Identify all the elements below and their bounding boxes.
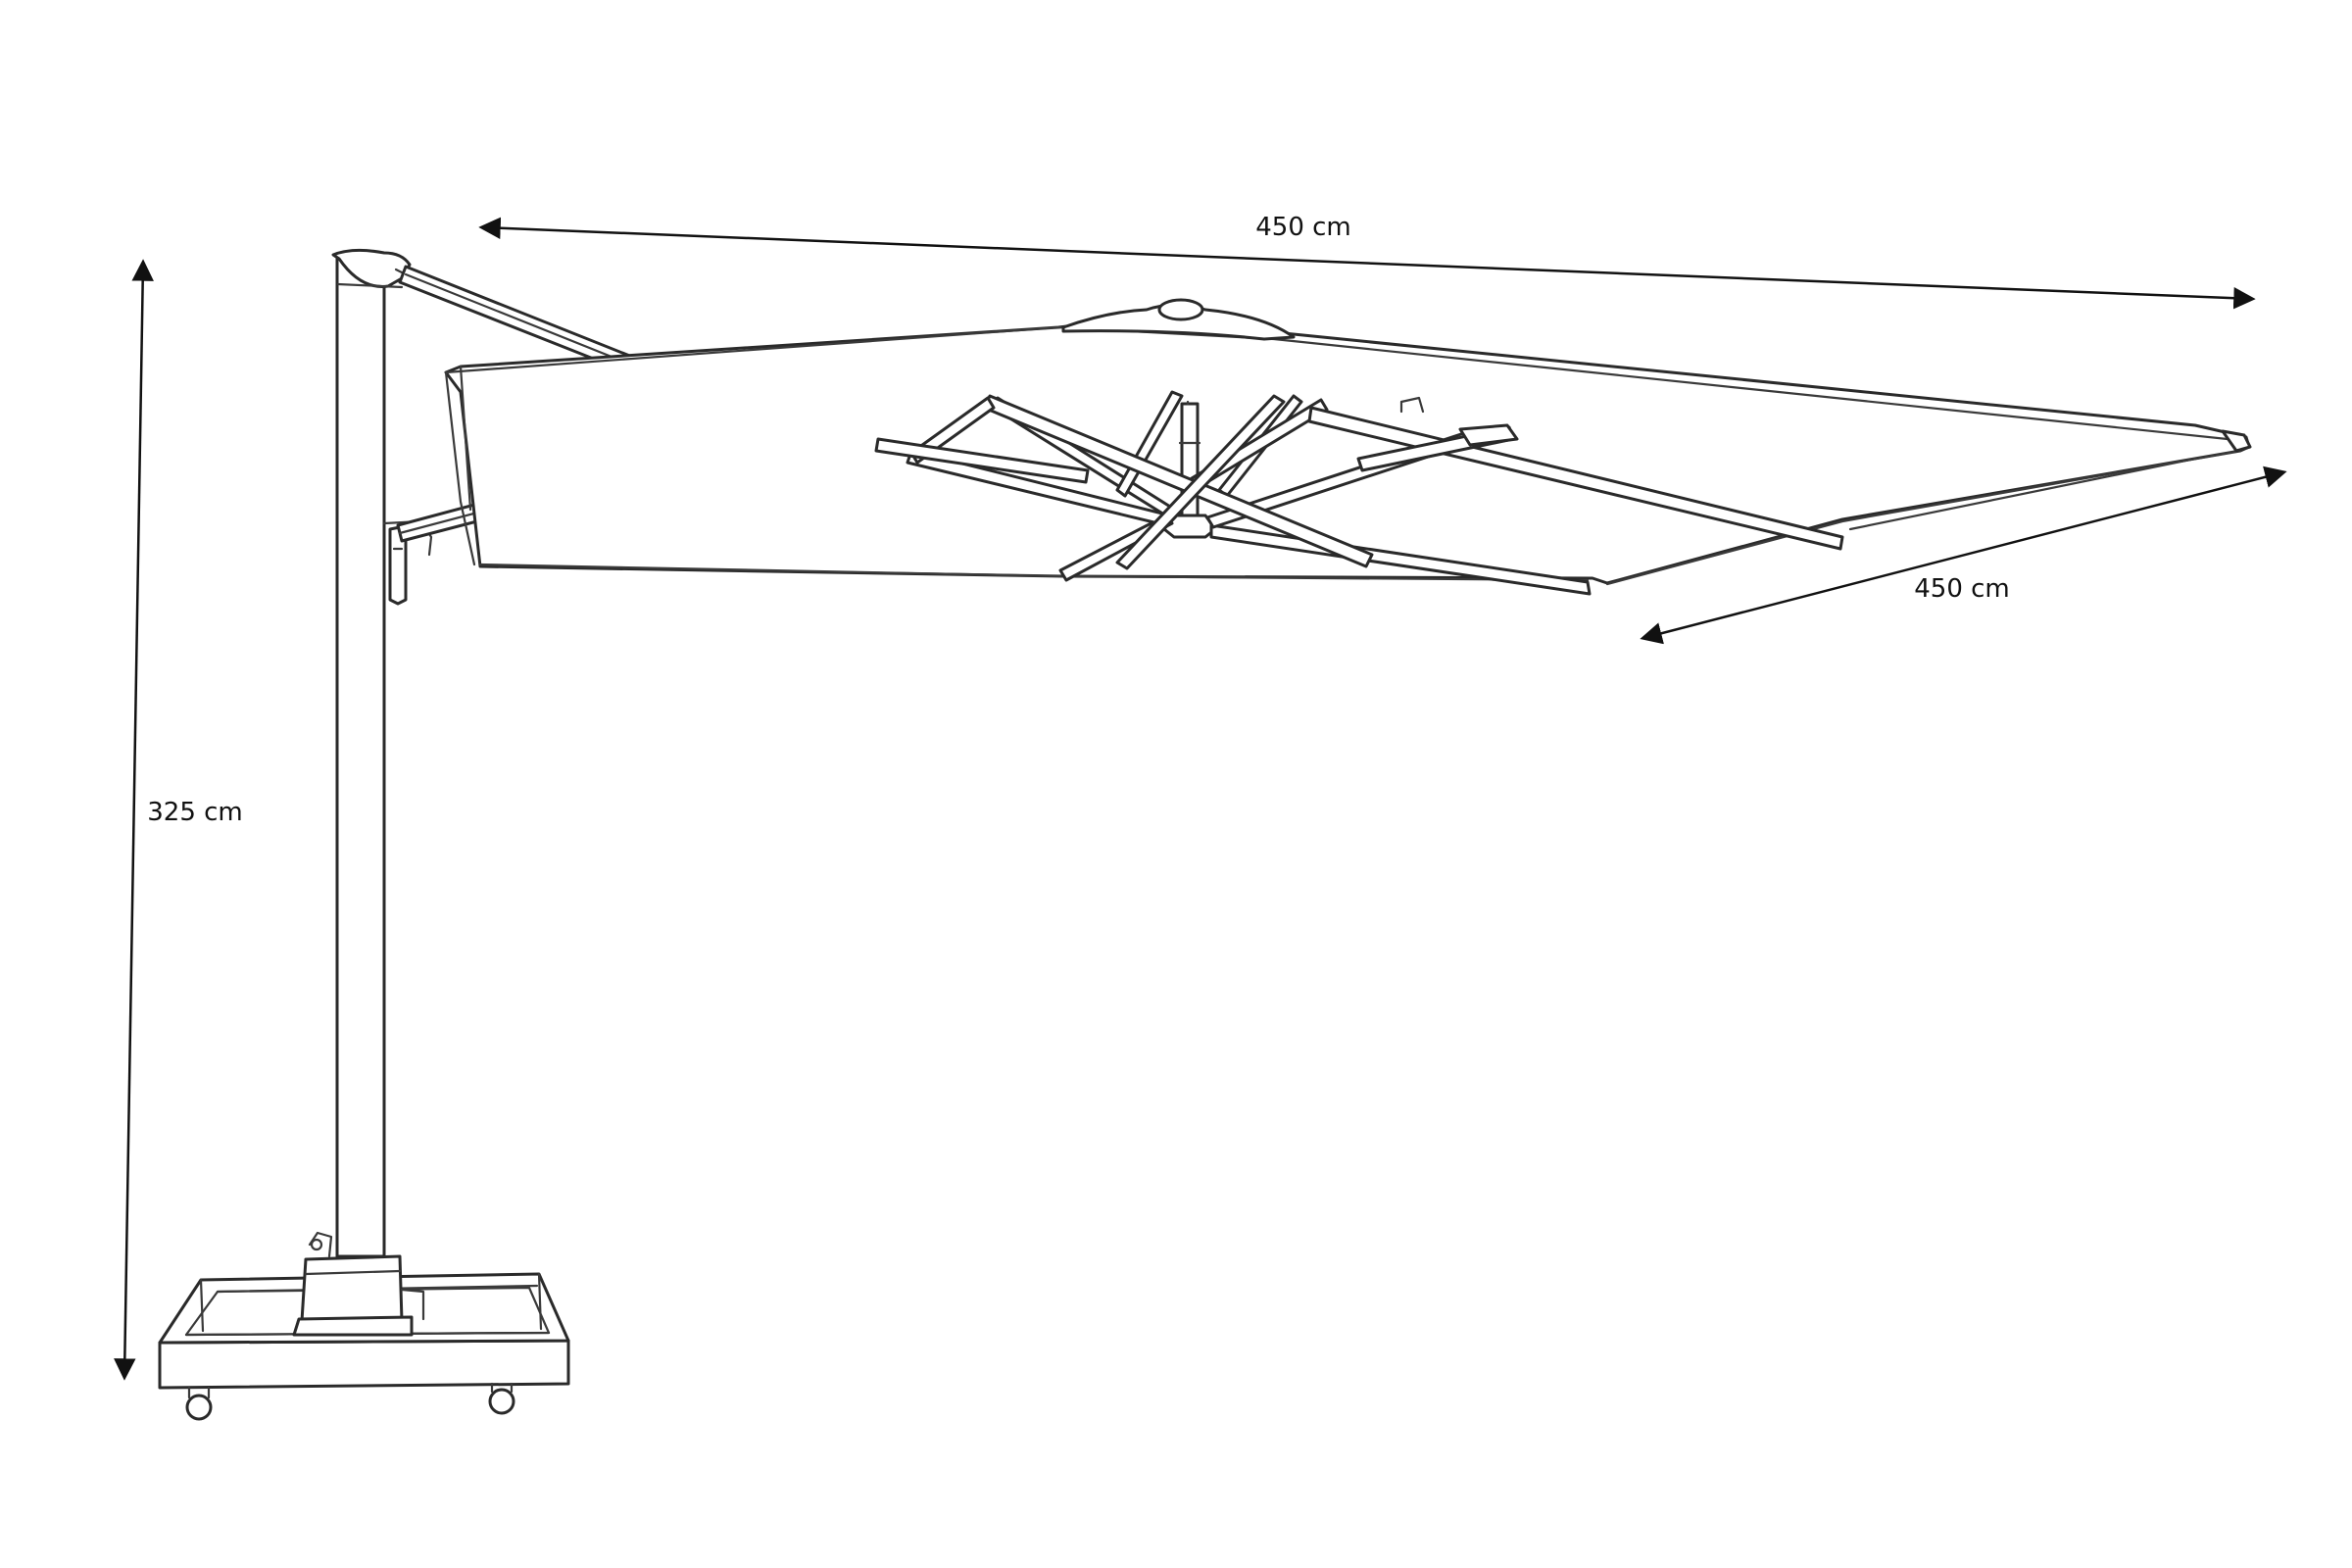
pole-foot-housing xyxy=(300,1254,404,1323)
weighted-base xyxy=(158,1231,570,1421)
canopy-top xyxy=(444,312,2251,585)
main-pole xyxy=(331,248,433,1258)
rotation-handle xyxy=(308,1231,333,1258)
base-front-face xyxy=(158,1339,570,1390)
base-wheel-left xyxy=(185,1394,213,1421)
height-dimension-label: 325 cm xyxy=(147,798,243,827)
width-dimension-line xyxy=(478,217,2256,310)
canopy-vent xyxy=(1061,303,1296,341)
dimension-lines: 450 cm 450 cm 325 cm xyxy=(114,213,2287,1381)
canopy-ribs xyxy=(874,390,1844,596)
canopy xyxy=(444,298,2252,586)
depth-dimension-label: 450 cm xyxy=(1914,574,2010,604)
depth-dimension-line xyxy=(1640,466,2287,645)
base-wheel-right xyxy=(488,1388,515,1415)
pole-cap xyxy=(331,248,412,288)
height-dimension-line xyxy=(114,259,154,1381)
width-dimension-label: 450 cm xyxy=(1255,213,1351,242)
